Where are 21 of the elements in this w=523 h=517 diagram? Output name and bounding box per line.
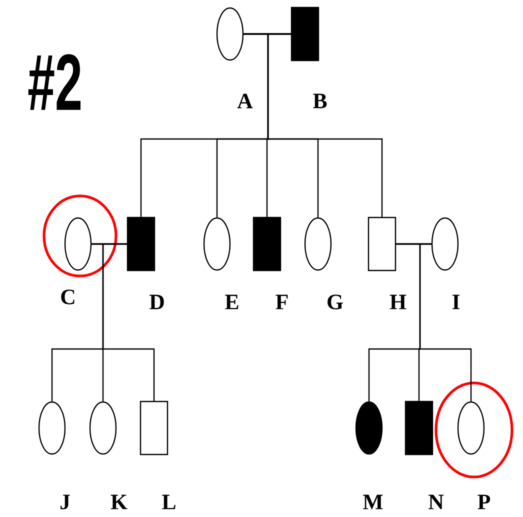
individual-letter: M	[363, 494, 383, 510]
descent-line	[92, 243, 155, 401]
individual-letter: B	[313, 94, 327, 108]
individual-letter: I	[452, 294, 460, 310]
individual-letter: E	[225, 294, 238, 310]
individual-letter: H	[390, 294, 406, 310]
individual-letter: A	[237, 94, 253, 108]
individual-letter: D	[149, 294, 164, 310]
highlight-ring	[434, 382, 514, 478]
number-label: #2	[28, 54, 80, 110]
individual-letter: F	[276, 294, 288, 310]
individual-letter: N	[428, 494, 444, 510]
individual-letter: G	[328, 294, 343, 310]
individual-letter: L	[162, 494, 176, 510]
individual-letter: P	[478, 494, 490, 510]
individual-letter: C	[61, 290, 74, 304]
highlight-ring	[42, 194, 118, 278]
descent-line	[396, 243, 472, 402]
descent-line	[244, 33, 383, 217]
individual-letter: K	[110, 494, 128, 510]
individual-letter: J	[60, 494, 70, 510]
